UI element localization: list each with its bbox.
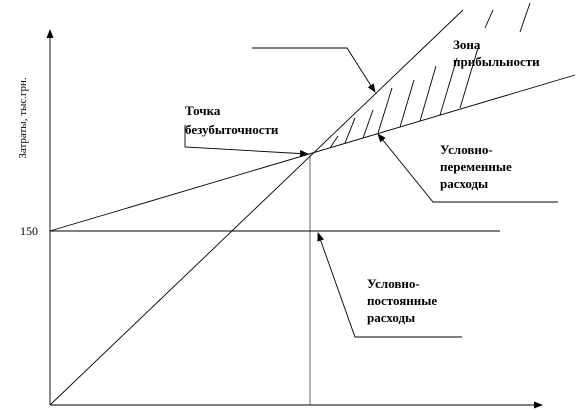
breakeven-label: Точка безубыточности (185, 103, 279, 137)
fixed-costs-callout (317, 232, 462, 338)
profit-zone-hatching (329, 2, 531, 149)
variable-costs-callout (377, 133, 558, 203)
breakeven-callout (184, 125, 309, 158)
total-costs-line (49, 74, 576, 232)
fixed-costs-label: Условно- постоянные расходы (367, 276, 440, 325)
profit-zone-callout (252, 47, 376, 93)
variable-costs-label: Условно- переменные расходы (440, 142, 515, 191)
y-tick-value: 150 (20, 224, 38, 238)
profit-zone-label: Зона прибыльности (453, 37, 540, 69)
y-axis-label: Затраты, тыс.грн. (17, 77, 29, 159)
revenue-line (49, 9, 464, 406)
